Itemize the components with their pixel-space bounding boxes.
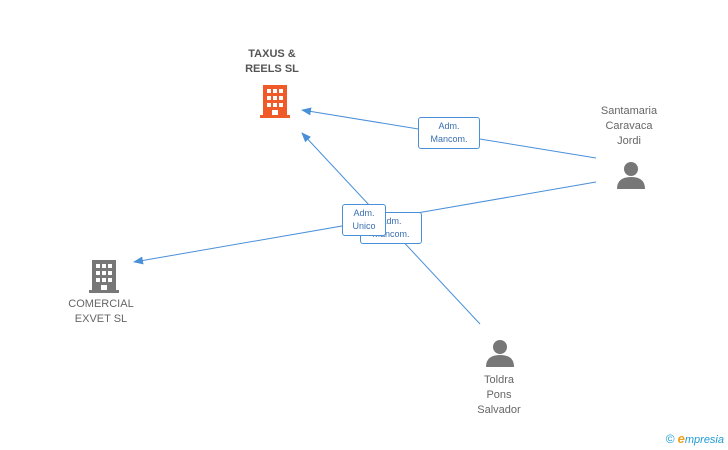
- brand-initial: e: [677, 431, 685, 446]
- node-label-santamaria[interactable]: Santamaria Caravaca Jordi: [600, 105, 658, 147]
- brand-name: mpresia: [684, 434, 724, 446]
- building-icon[interactable]: [259, 83, 291, 119]
- edge-label-toldra-taxus[interactable]: Adm. Unico: [342, 204, 386, 236]
- footer-brand: ©empresia: [666, 431, 724, 446]
- building-icon[interactable]: [88, 258, 120, 294]
- edge-label-santamaria-comercial[interactable]: Adm. Mancom.: [360, 212, 422, 244]
- edge-label-santamaria-taxus[interactable]: Adm. Mancom.: [418, 117, 480, 149]
- node-label-taxus[interactable]: TAXUS & REELS SL: [245, 48, 299, 75]
- copyright-symbol: ©: [665, 432, 675, 446]
- node-label-toldra[interactable]: Toldra Pons Salvador: [477, 374, 521, 416]
- node-label-comercial[interactable]: COMERCIAL EXVET SL: [68, 298, 134, 325]
- person-icon[interactable]: [485, 338, 515, 368]
- person-icon[interactable]: [616, 160, 646, 190]
